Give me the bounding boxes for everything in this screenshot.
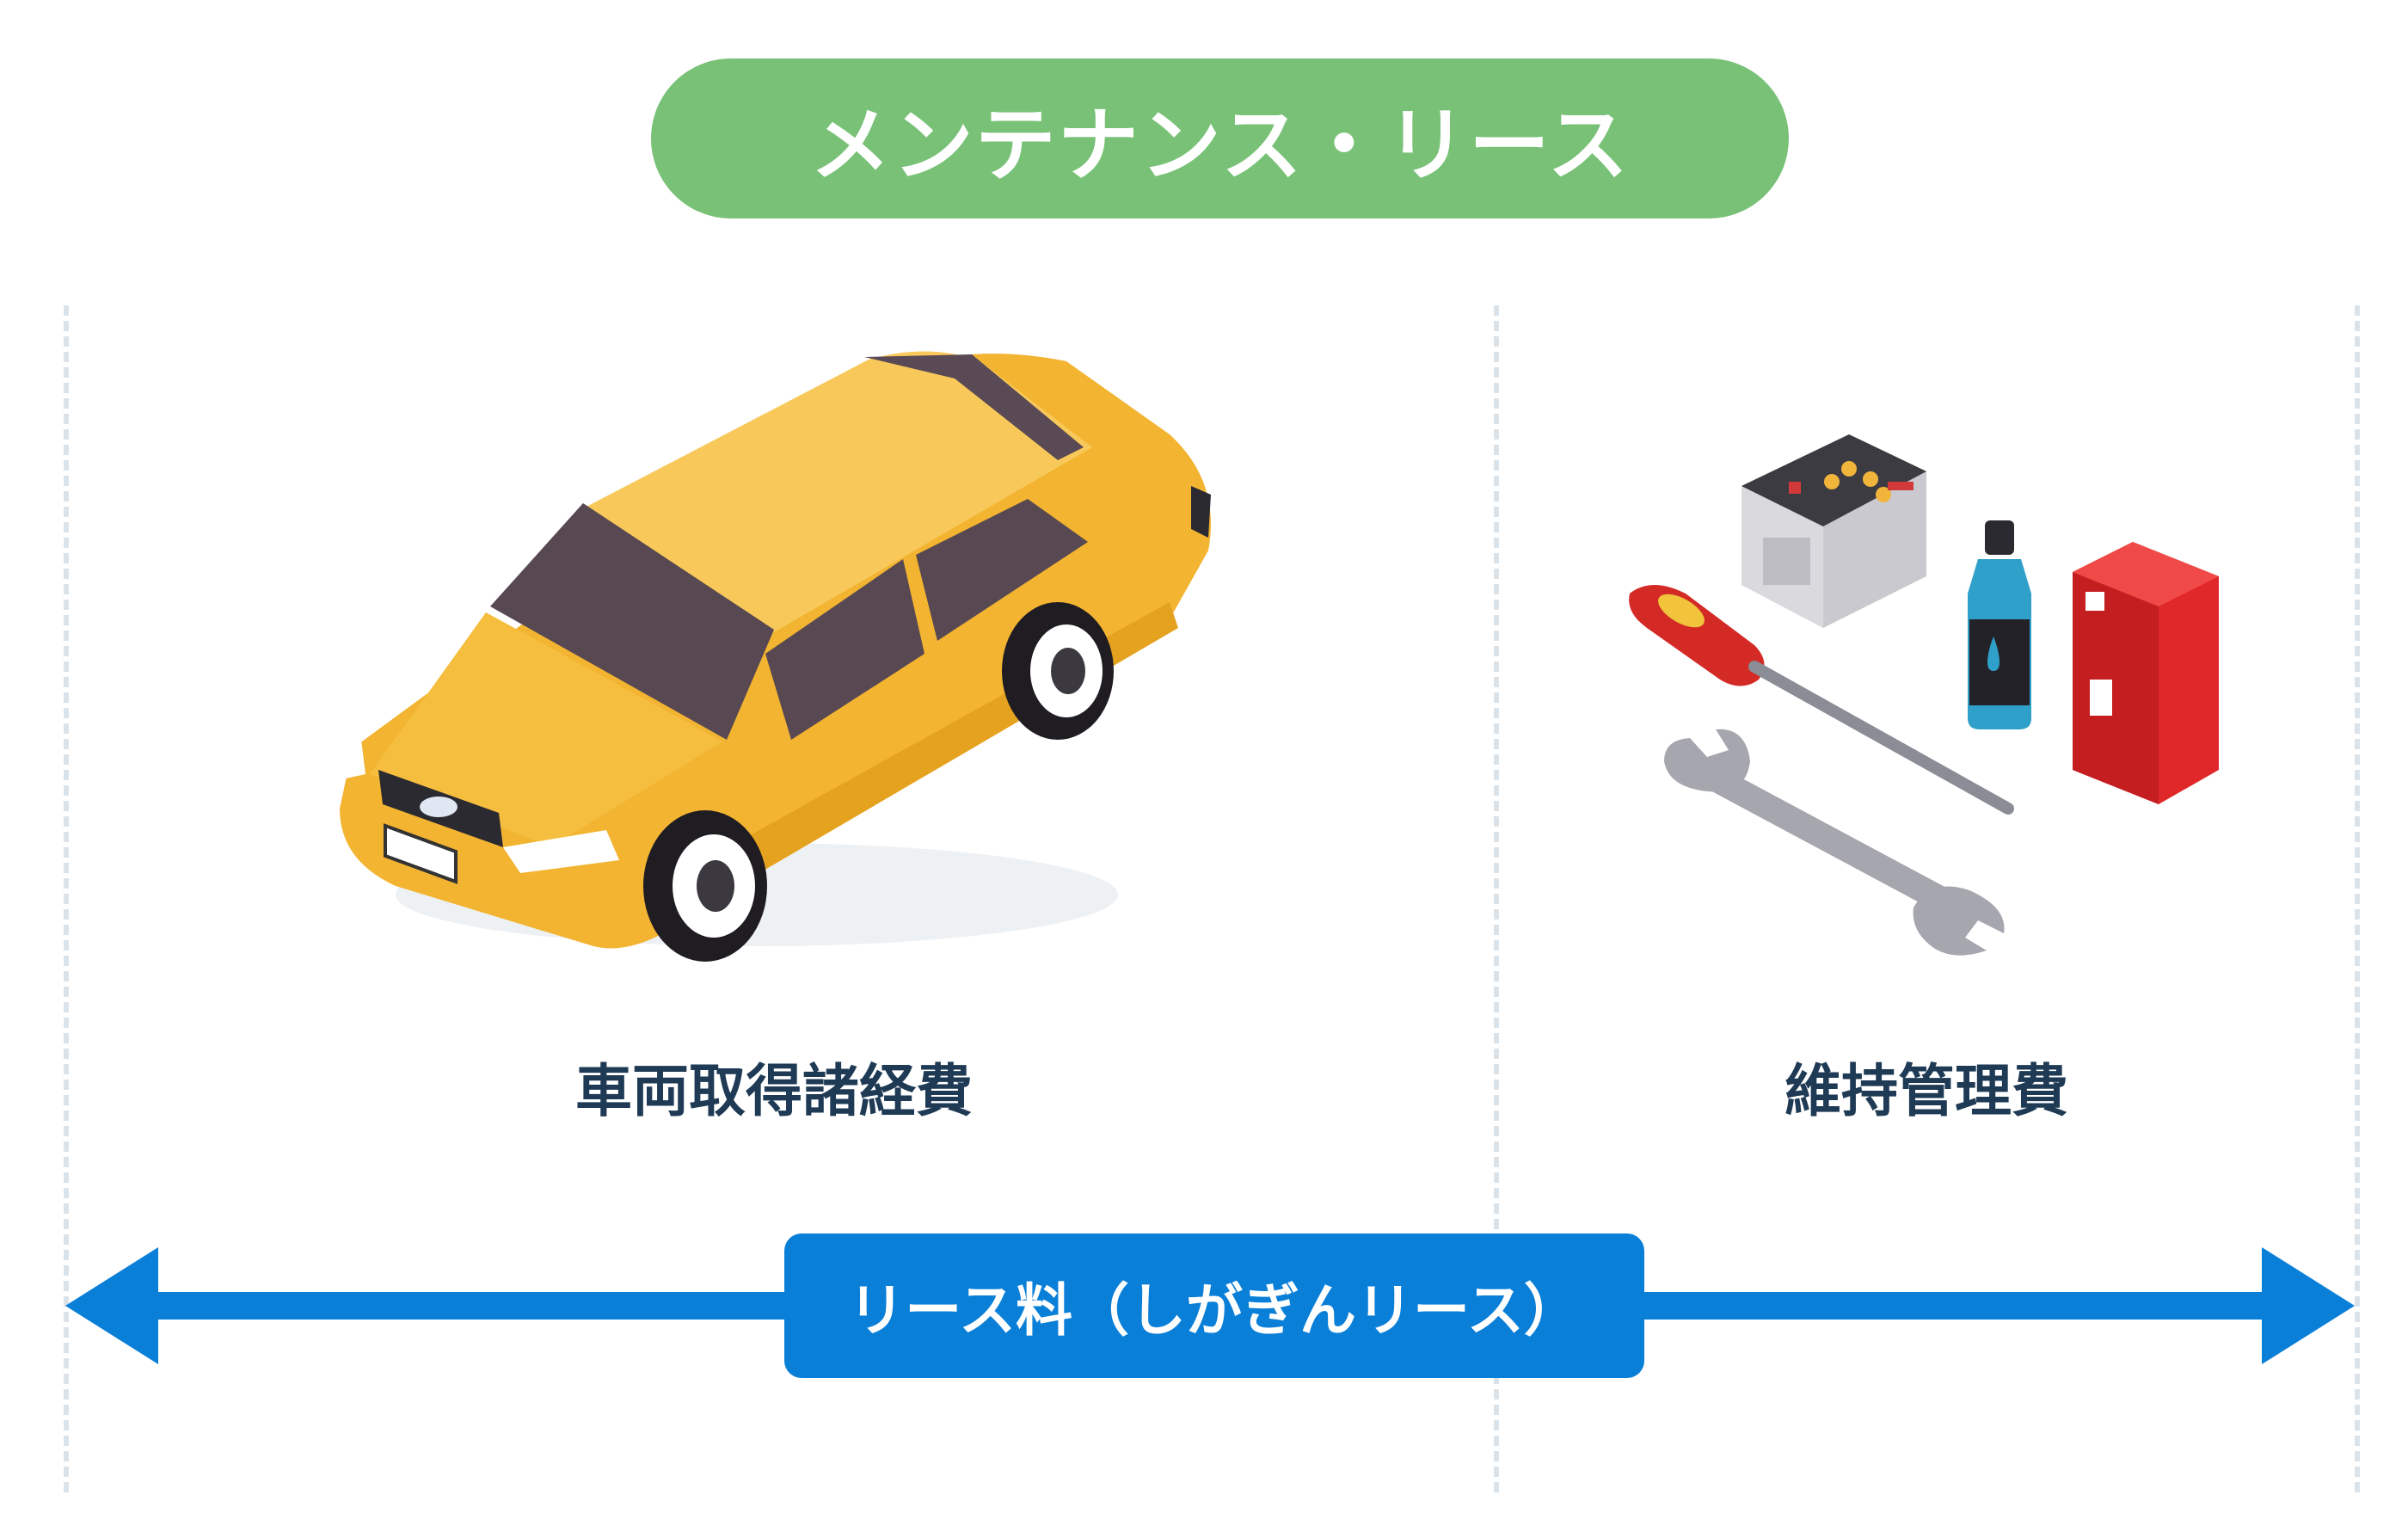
middle-divider-dash bbox=[1494, 305, 1499, 1492]
fuel-can-icon bbox=[2073, 542, 2219, 804]
coolant-bottle-icon bbox=[1968, 520, 2031, 729]
vehicle-acquisition-cost-label: 車両取得諸経費 bbox=[575, 1058, 973, 1124]
car-icon bbox=[340, 351, 1211, 962]
maintenance-cost-label: 維持管理費 bbox=[1784, 1058, 2068, 1124]
right-boundary-dash bbox=[2355, 305, 2360, 1492]
title-banner: メンテナンス・リース bbox=[651, 58, 1789, 218]
battery-icon bbox=[1742, 434, 1926, 628]
arrow-right-head bbox=[2262, 1247, 2355, 1364]
arrow-left-head bbox=[65, 1247, 158, 1364]
lease-fee-box: リース料（しがぎんリース） bbox=[784, 1233, 1644, 1378]
left-boundary-dash bbox=[64, 305, 69, 1492]
wrench-icon bbox=[1664, 729, 2005, 956]
screwdriver-icon bbox=[1629, 585, 2014, 815]
